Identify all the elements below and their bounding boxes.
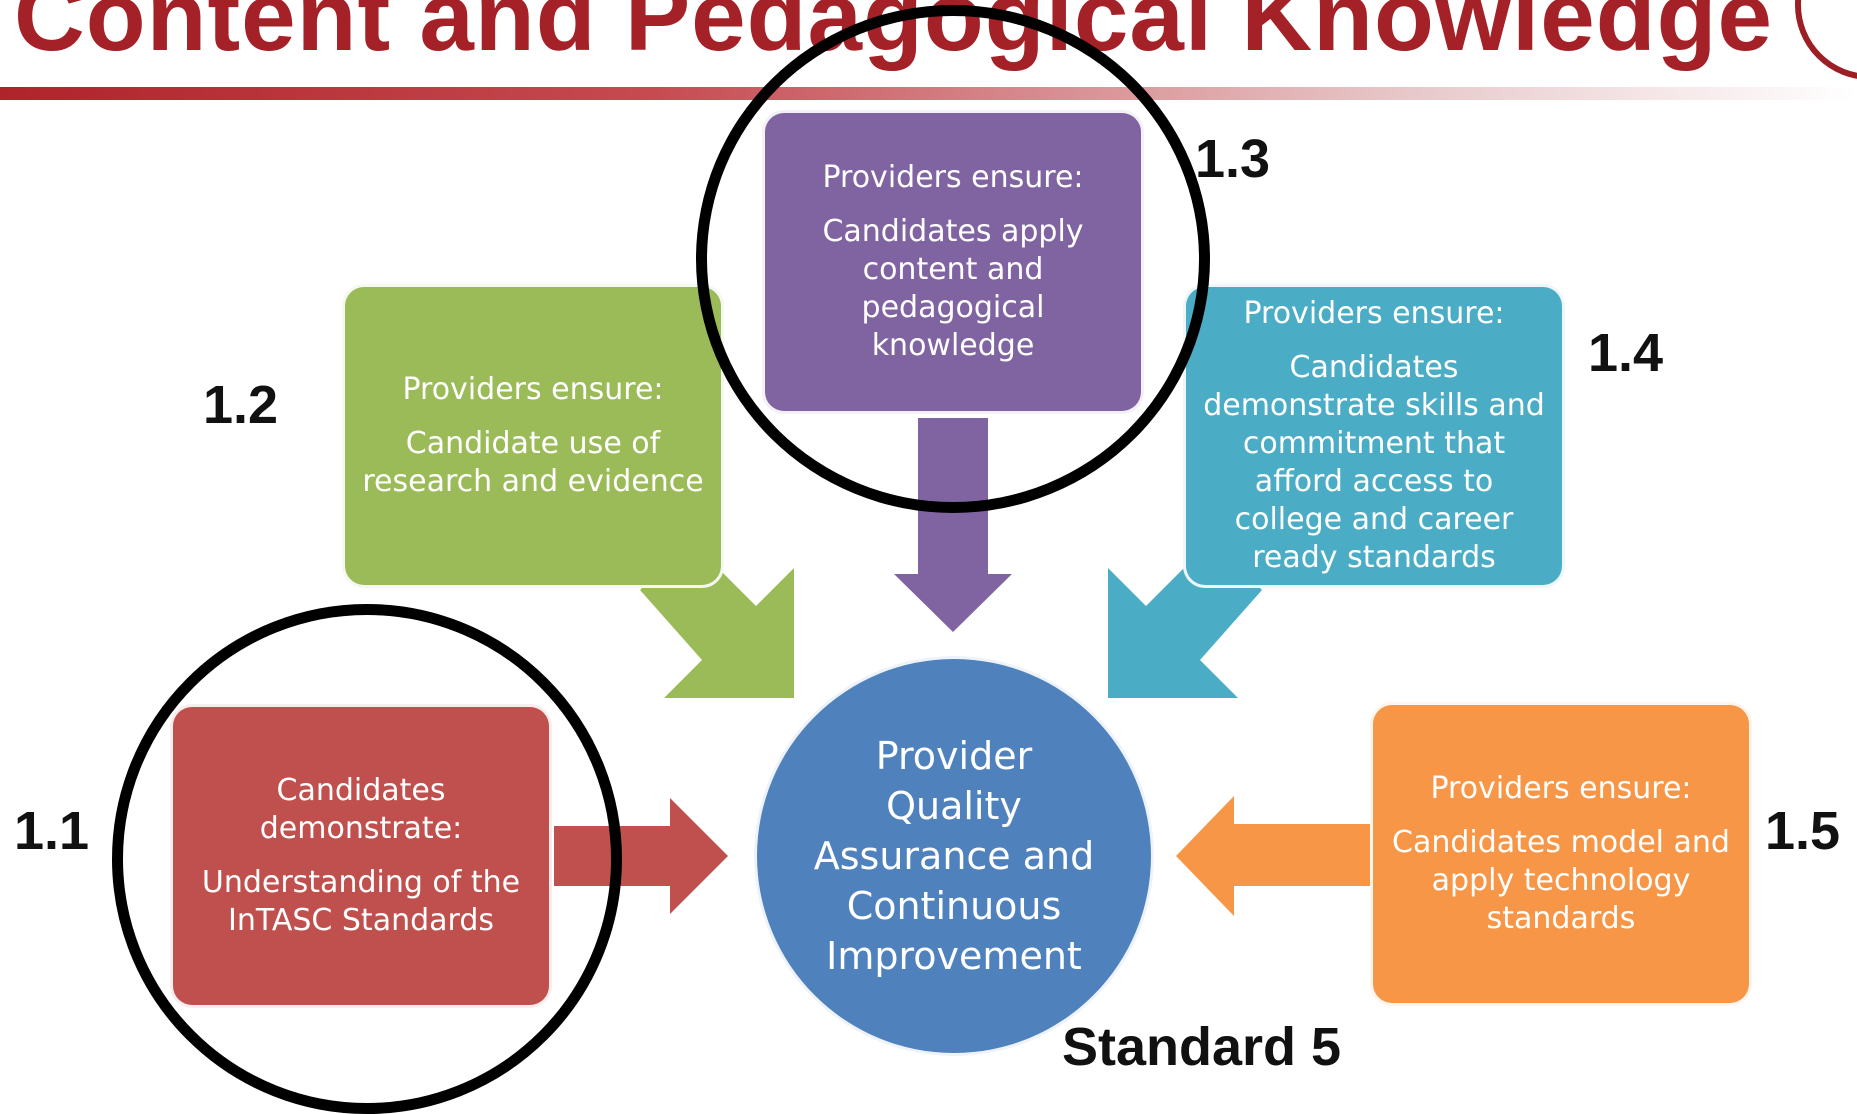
box-1-3: Providers ensure: Candidates apply conte… — [762, 110, 1144, 414]
box-1-2-lead: Providers ensure: — [402, 372, 664, 407]
box-1-4: Providers ensure: Candidates demonstrate… — [1183, 284, 1565, 588]
box-1-2-body: Candidate use of research and evidence — [362, 426, 704, 499]
box-1-3-lead: Providers ensure: — [822, 160, 1084, 195]
box-1-3-body: Candidates apply content and pedagogical… — [822, 214, 1084, 363]
box-1-1-body: Understanding of the InTASC Standards — [201, 865, 521, 938]
box-1-2: Providers ensure: Candidate use of resea… — [342, 284, 724, 588]
arrow-11-right — [554, 798, 728, 914]
label-1-3: 1.3 — [1195, 129, 1271, 189]
box-1-5: Providers ensure: Candidates model and a… — [1370, 702, 1752, 1006]
arrow-15-left — [1176, 796, 1370, 916]
label-1-5: 1.5 — [1765, 801, 1841, 861]
box-1-4-lead: Providers ensure: — [1243, 296, 1505, 331]
label-1-4: 1.4 — [1588, 323, 1664, 383]
standard-5-label: Standard 5 — [1062, 1017, 1342, 1077]
box-1-1: Candidates demonstrate: Understanding of… — [170, 704, 552, 1008]
label-1-1: 1.1 — [14, 801, 90, 861]
box-1-1-lead: Candidates demonstrate: — [259, 773, 463, 846]
arrow-13-down — [894, 418, 1012, 632]
label-1-2: 1.2 — [203, 375, 279, 435]
center-circle: Provider Quality Assurance and Continuou… — [754, 656, 1154, 1056]
box-1-5-body: Candidates model and apply technology st… — [1392, 825, 1730, 936]
center-circle-text: Provider Quality Assurance and Continuou… — [813, 734, 1095, 978]
box-1-4-body: Candidates demonstrate skills and commit… — [1203, 350, 1545, 575]
box-1-5-lead: Providers ensure: — [1430, 771, 1692, 806]
title-underline — [0, 87, 1857, 100]
